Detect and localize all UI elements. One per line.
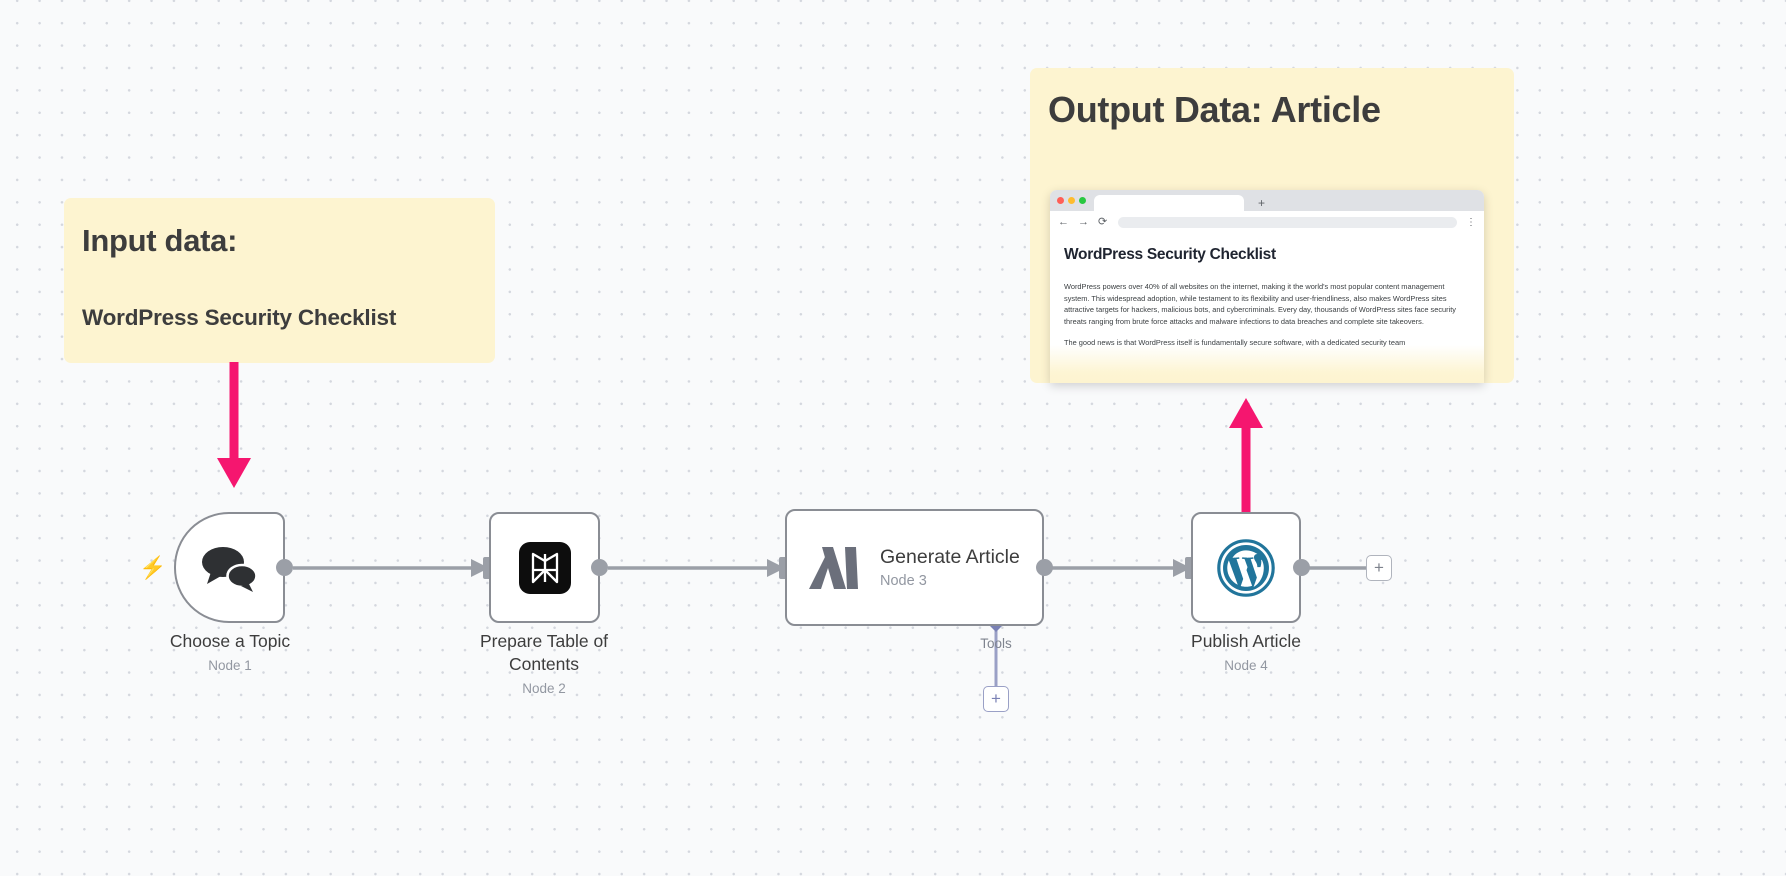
node-2-caption: Prepare Table of Contents Node 2 [444,630,644,698]
browser-tab[interactable] [1094,195,1244,211]
node-1-subtitle: Node 1 [208,658,252,673]
node-choose-a-topic[interactable] [174,512,285,623]
node-generate-article[interactable]: Generate Article Node 3 [785,509,1044,626]
browser-nav-bar: ← → ⟳ ⋮ [1050,211,1484,233]
article-page: WordPress Security Checklist WordPress p… [1050,233,1484,349]
wordpress-icon [1217,538,1275,597]
output-annotation-arrow [1229,398,1263,520]
new-tab-icon[interactable]: + [1258,196,1266,210]
node-2-subtitle: Node 2 [522,681,566,696]
close-window-light[interactable] [1057,197,1064,204]
url-input[interactable] [1118,216,1457,228]
node-publish-article[interactable] [1191,512,1301,623]
minimize-window-light[interactable] [1068,197,1075,204]
node-3-input-port[interactable] [779,557,790,579]
node-3-title: Generate Article [880,545,1020,568]
node-3-labels: Generate Article Node 3 [880,545,1020,591]
sticky-input-title: Input data: [82,223,238,258]
sticky-input-content: WordPress Security Checklist [82,305,397,331]
sticky-output-title: Output Data: Article [1048,89,1381,130]
chat-bubbles-icon [201,546,258,592]
node-2-title-line2: Contents [508,654,580,674]
browser-mockup: + ← → ⟳ ⋮ WordPress Security Checklist W… [1050,190,1484,383]
node-4-input-port[interactable] [1185,557,1196,579]
input-annotation-arrow [217,362,251,488]
sticky-note-input[interactable]: Input data: WordPress Security Checklist [64,198,495,363]
node-4-output-port[interactable] [1293,559,1310,576]
forward-icon[interactable]: → [1078,215,1089,228]
node-2-output-port[interactable] [591,559,608,576]
maximize-window-light[interactable] [1079,197,1086,204]
traffic-lights [1057,190,1090,211]
node-3-output-port[interactable] [1036,559,1053,576]
node-1-caption: Choose a Topic Node 1 [130,630,330,675]
article-heading: WordPress Security Checklist [1064,246,1276,263]
back-icon[interactable]: ← [1058,215,1069,228]
reload-icon[interactable]: ⟳ [1098,215,1108,228]
browser-menu-icon[interactable]: ⋮ [1466,216,1476,228]
lightning-bolt-icon: ⚡ [139,555,167,580]
node-1-title: Choose a Topic [169,631,291,651]
node-prepare-table-of-contents[interactable] [489,512,600,623]
anthropic-icon [809,546,858,589]
node-2-title-line1: Prepare Table of [479,631,609,651]
article-paragraph: The good news is that WordPress itself i… [1064,338,1406,348]
node-3-subtitle: Node 3 [880,572,927,589]
node-2-input-port[interactable] [483,557,494,579]
node-4-title: Publish Article [1191,631,1301,651]
tools-label: Tools [980,636,1012,651]
add-tool-button[interactable]: + [983,686,1009,712]
node-4-subtitle: Node 4 [1224,658,1268,673]
article-paragraph: WordPress powers over 40% of all website… [1064,282,1456,326]
add-node-button[interactable]: + [1366,555,1392,581]
node-4-caption: Publish Article Node 4 [1146,630,1346,675]
perplexity-icon [518,541,571,594]
browser-tab-bar: + [1050,190,1484,211]
node-1-output-port[interactable] [276,559,293,576]
